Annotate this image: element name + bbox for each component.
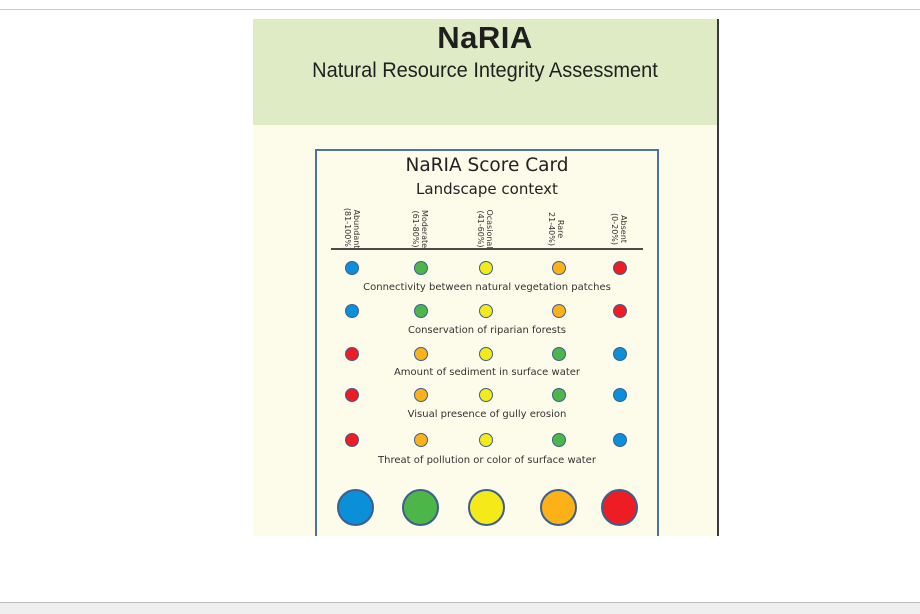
rating-dot-red [345, 388, 359, 402]
rating-dot-green [552, 433, 566, 447]
column-header-absent: Absent(0-20%) [599, 206, 639, 252]
column-label: Ocasional [485, 209, 494, 249]
document-page: NaRIA Natural Resource Integrity Assessm… [253, 19, 719, 536]
document-title: NaRIA [437, 20, 533, 55]
legend-dot-green [402, 489, 439, 526]
rating-dot-red [613, 304, 627, 318]
rating-dot-yellow [479, 433, 493, 447]
column-header-occasional: Ocasional(41-60%) [465, 206, 505, 252]
rating-dot-yellow [479, 261, 493, 275]
rating-dot-blue [613, 388, 627, 402]
column-range: (61-80%) [411, 210, 420, 248]
rating-dot-green [552, 388, 566, 402]
legend-dot-yellow [468, 489, 505, 526]
column-label: Moderate [420, 209, 429, 249]
rating-dot-blue [613, 433, 627, 447]
indicator-label: Threat of pollution or color of surface … [378, 455, 596, 466]
column-header-divider [331, 248, 643, 250]
rating-dot-red [345, 347, 359, 361]
rating-dot-orange [414, 433, 428, 447]
rating-dot-blue [345, 261, 359, 275]
rating-dot-red [613, 261, 627, 275]
rating-dot-orange [552, 304, 566, 318]
column-range: 21-40%) [547, 212, 556, 246]
column-label: Rare [556, 219, 565, 239]
column-range: (81-100%) [343, 207, 352, 251]
score-card-title: NaRIA Score Card [405, 155, 569, 176]
rating-dot-yellow [479, 304, 493, 318]
rating-dot-orange [552, 261, 566, 275]
legend-dot-orange [540, 489, 577, 526]
column-label: Abundant [352, 209, 361, 249]
score-card: NaRIA Score Card Landscape context Abund… [315, 149, 659, 536]
rating-dot-blue [345, 304, 359, 318]
indicator-label: Connectivity between natural vegetation … [363, 282, 611, 293]
indicator-label: Conservation of riparian forests [407, 325, 567, 336]
legend-dot-red [601, 489, 638, 526]
column-label: Absent [619, 215, 628, 243]
rating-dot-yellow [479, 347, 493, 361]
legend-dot-blue [337, 489, 374, 526]
rating-dot-blue [613, 347, 627, 361]
rating-dot-orange [414, 347, 428, 361]
rating-dot-green [552, 347, 566, 361]
rating-dot-green [414, 304, 428, 318]
column-range: (0-20%) [610, 213, 619, 245]
column-header-abundant: Abundant(81-100%) [332, 206, 372, 252]
column-range: (41-60%) [476, 210, 485, 248]
indicator-label: Amount of sediment in surface water [393, 367, 581, 378]
viewer-top-divider [0, 9, 920, 10]
score-card-subtitle: Landscape context [416, 180, 558, 198]
column-header-moderate: Moderate(61-80%) [400, 206, 440, 252]
header-band: NaRIA Natural Resource Integrity Assessm… [253, 19, 717, 125]
rating-dot-green [414, 261, 428, 275]
document-subtitle: Natural Resource Integrity Assessment [312, 58, 658, 82]
rating-dot-red [345, 433, 359, 447]
indicator-label: Visual presence of gully erosion [407, 409, 567, 420]
rating-dot-orange [414, 388, 428, 402]
rating-dot-yellow [479, 388, 493, 402]
viewer-bottom-bar [0, 602, 920, 614]
